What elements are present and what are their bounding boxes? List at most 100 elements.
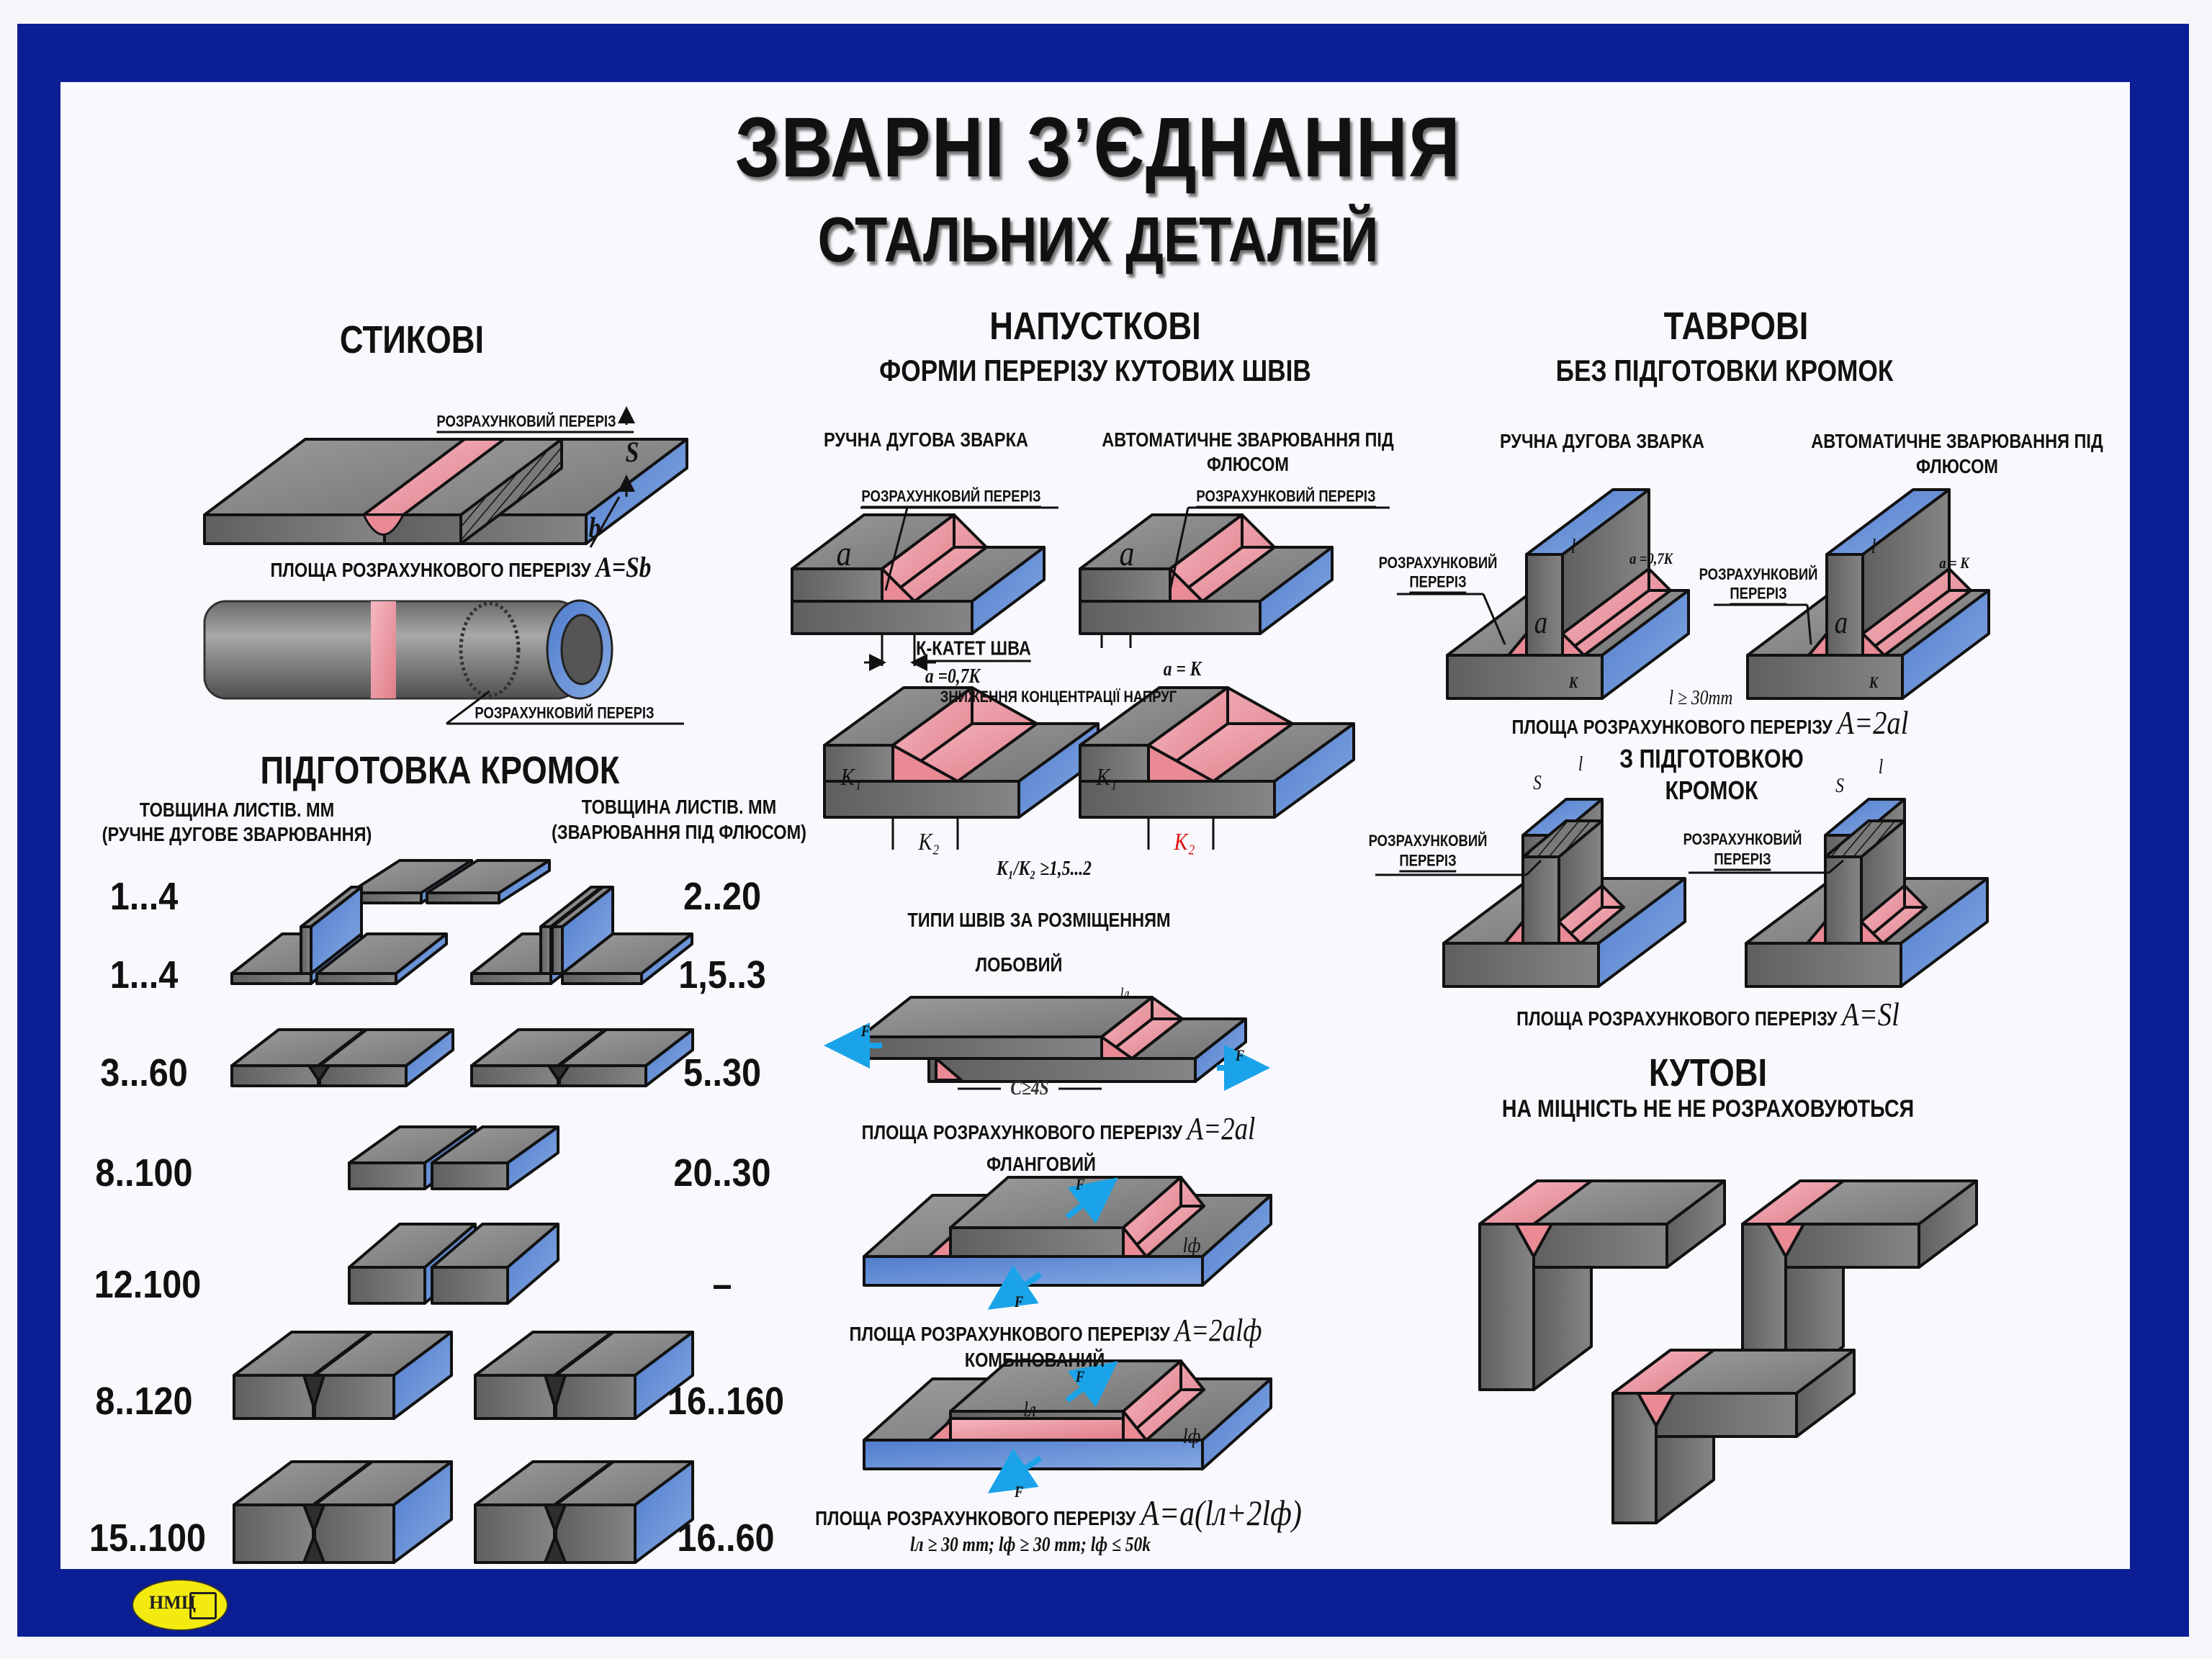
bevel-groove [544,1535,567,1564]
gap-label: C≥4S [1010,1077,1049,1100]
bevel-groove [302,1503,325,1532]
length-condition: l ≥ 30mm [1668,687,1733,709]
edge-plate-side [506,1223,559,1305]
lap-top-plate-front [859,1035,1103,1060]
lap-top-plate-front [791,567,884,603]
edge-plate-front [474,1503,556,1564]
weld-bead-end [1122,1226,1148,1258]
area-text: ПЛОЩА РОЗРАХУНКОВОГО ПЕРЕРІЗУ [861,1121,1183,1143]
bevel-groove [544,1503,567,1532]
steel-plate-side [395,932,448,985]
left-header-1: ТОВЩИНА ЛИСТІВ. ММ [139,799,335,821]
steel-plate-front [561,972,643,985]
edge-plate-front [348,1266,426,1305]
lap-base-plate-side [1259,546,1334,635]
edge-plate-front [554,1374,637,1420]
tee-auto-formula: a = K [1939,554,1969,572]
tee-manual-formula: a =0,7K [1629,549,1673,567]
tee-base-plate-side [1899,877,1989,988]
k-ratio: K₁/K₂ ≥1,5...2 [997,858,1092,880]
lap-section-label: РОЗРАХУНКОВИЙ ПЕРЕРІЗ [1196,488,1376,508]
thickness-s-label: S [625,436,639,468]
lap-heading: НАПУСТКОВІ [989,305,1201,348]
flank-formula: A=2alф [1174,1313,1262,1348]
steel-plate-front [470,972,552,985]
force-label: F [1014,1292,1024,1310]
lap-base-plate-front [927,1057,1197,1083]
force-label: F [1075,1175,1085,1193]
weld-bead-end [1860,920,1884,945]
lap-base-plate-side [1194,1017,1247,1083]
k2-label: K₂ [918,829,940,855]
tee-manual-label: РУЧНА ДУГОВА ЗВАРКА [1500,430,1704,452]
design-section-hatch [1521,819,1604,858]
leg-label: К-КАТЕТ ШВА [916,638,1031,662]
flange-front [300,925,313,975]
tee-section-label-2: ПЕРЕРІЗ [1730,585,1787,606]
edge-plate-front [474,1374,556,1420]
flank-length-label: lф [1182,1424,1201,1448]
edge-plate-side [405,1028,454,1087]
tee-section-label-2: ПЕРЕРІЗ [1409,574,1467,594]
area-text: ПЛОЩА РОЗРАХУНКОВОГО ПЕРЕРІЗУ [1516,1007,1838,1030]
bevel-groove [307,1064,331,1082]
frontal-label: ЛОБОВИЙ [975,953,1063,976]
frontal-weld-under [935,1057,963,1082]
corner-horizontal-plate-side [1795,1349,1856,1438]
length-l-label: l [1578,753,1583,775]
length-l-label: l [1871,536,1876,558]
width-b-label: b [588,511,601,544]
length-conditions: lл ≥ 30 mm; lф ≥ 30 mm; lф ≤ 50k [909,1534,1151,1556]
weld-bead-end [1100,1035,1133,1060]
lap-auto-label-1: АВТОМАТИЧНЕ ЗВАРЮВАННЯ ПІД [1102,428,1394,451]
throat-a-label: a [1119,533,1135,573]
edge-plate-side [506,1125,559,1190]
combined-formula: A=a(lл+2lф) [1141,1493,1302,1533]
leader-line [1828,859,1844,874]
corner-subheading: НА МІЦНІСТЬ НЕ НЕ РОЗРАХОВУЮТЬСЯ [1501,1095,1915,1123]
tee-base-plate-front [1745,942,1902,988]
tee-section-label-1: РОЗРАХУНКОВИЙ [1683,830,1802,848]
publisher-logo: НМЦ [132,1579,228,1631]
lap-base-plate-side [1273,722,1355,819]
weld-bead-end [1861,632,1886,657]
force-arrow-icon [1065,1177,1118,1224]
bevel-groove [544,1374,567,1409]
edge-plate-front [230,1064,320,1087]
flux-thickness: 5..30 [683,1051,762,1094]
steel-plate-side [640,932,693,985]
tee-section-label-1: РОЗРАХУНКОВИЙ [1368,832,1488,850]
edge-plate-front [313,1374,395,1420]
base-plate-side [1201,1377,1272,1470]
bevel-groove [547,1064,570,1082]
manual-formula: a =0,7K [925,665,981,688]
force-label: F [1235,1046,1245,1064]
tee-base-plate-front [1442,942,1600,988]
edge-plate-front [558,1064,647,1087]
edge-plate-side [644,1028,694,1087]
length-l-label: l [1878,756,1884,778]
flank-length-label: lф [1182,1233,1201,1257]
lap-top-plate-front [1079,567,1172,603]
frontal-length-label: lл [1023,1398,1036,1421]
frontal-length-label: lл [1120,984,1130,1002]
corner-weld-end [1514,1223,1553,1258]
corner-horizontal-plate-side [1665,1179,1726,1269]
butt-weld-end [361,513,405,536]
tee-prep-area-line: ПЛОЩА РОЗРАХУНКОВОГО ПЕРЕРІЗУ A=Sl [1516,998,1899,1031]
steel-plate-front [315,972,397,985]
corner-vertical-plate-front [1478,1223,1535,1391]
right-header-2: (ЗВАРЮВАННЯ ПІД ФЛЮСОМ) [552,821,806,843]
area-text: ПЛОЩА РОЗРАХУНКОВОГО ПЕРЕРІЗУ [849,1323,1170,1345]
leader-line [884,507,909,591]
logo-emblem-icon [189,1592,217,1619]
force-arrow-icon [1065,1361,1118,1408]
front-weld [935,1417,1125,1442]
flux-thickness: 16..60 [677,1516,775,1560]
types-heading: ТИПИ ШВІВ ЗА РОЗМІЩЕННЯМ [907,909,1171,931]
edge-plate-front [313,1503,395,1564]
k1-label: K₁ [1096,764,1118,791]
tee-subheading: БЕЗ ПІДГОТОВКИ КРОМОК [1555,354,1894,387]
leg-k-label: K [1568,673,1578,691]
